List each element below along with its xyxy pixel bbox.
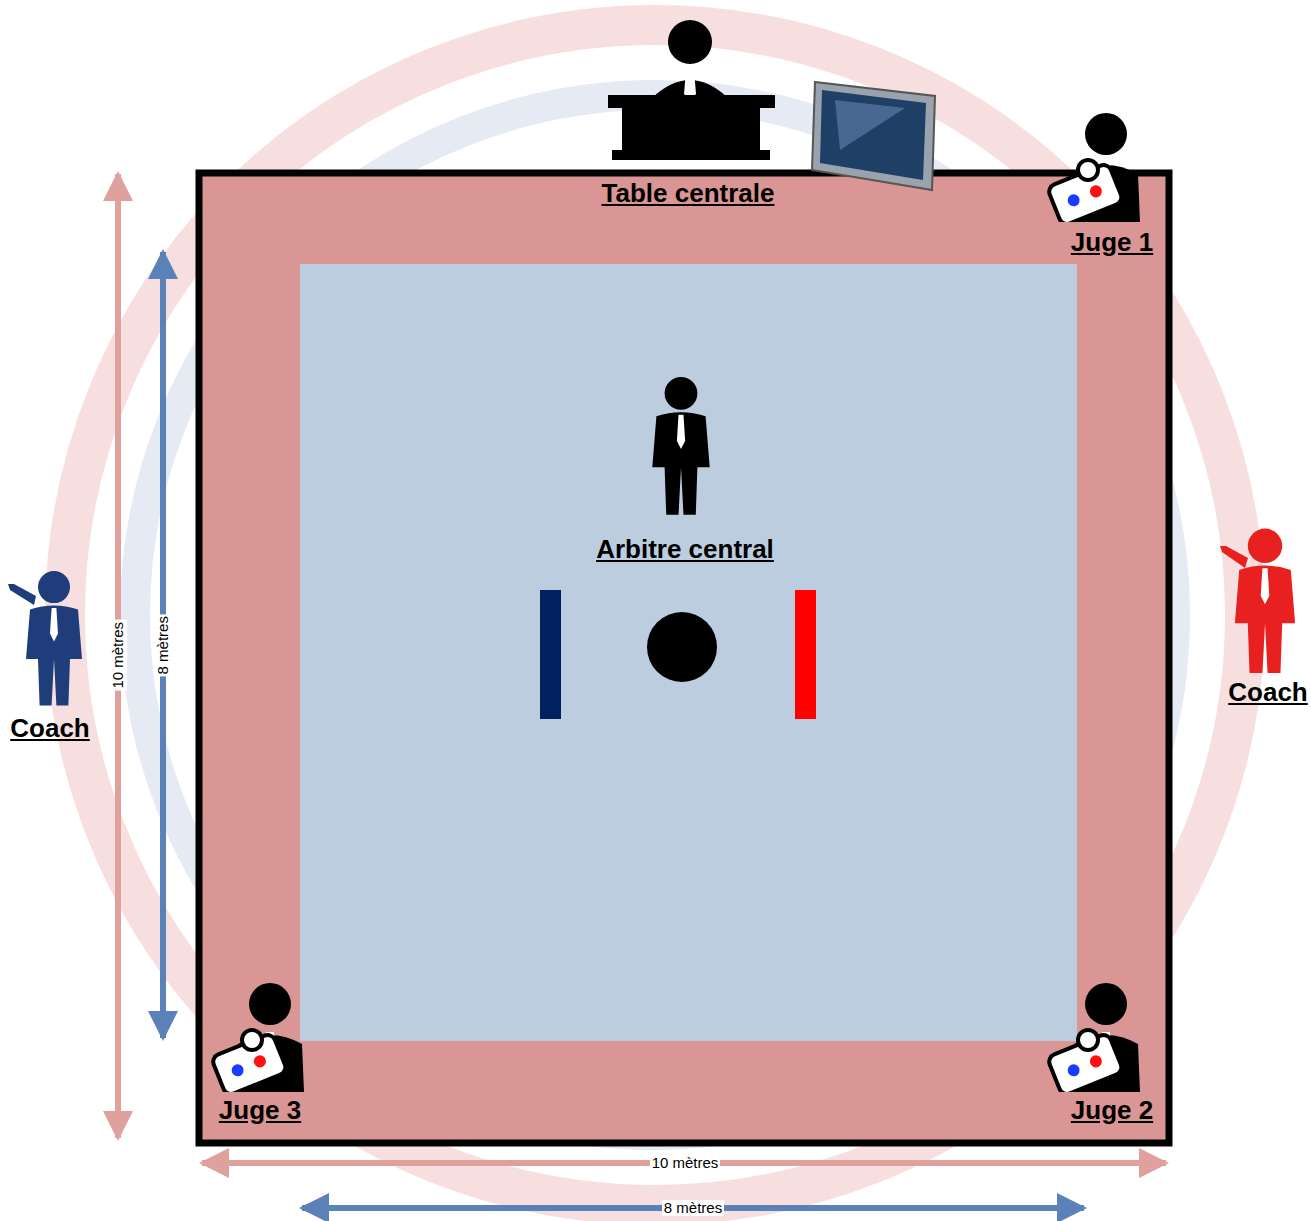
judge-label: Juge 3 <box>219 1096 301 1125</box>
monitor <box>812 82 935 190</box>
referee-figure <box>652 377 709 515</box>
judge-figure <box>1047 983 1140 1096</box>
judge-label: Juge 2 <box>1071 1096 1153 1125</box>
blue-mark <box>540 590 561 719</box>
safety-area <box>199 173 1169 1143</box>
referee-label: Arbitre central <box>596 535 774 564</box>
watermark-ring <box>65 25 1245 1205</box>
dimension-label: 8 mètres <box>662 1200 724 1217</box>
coach-figure <box>1220 529 1295 673</box>
red-mark <box>795 590 816 719</box>
judge-figure <box>1047 113 1140 226</box>
dimension-label: 10 mètres <box>650 1155 721 1172</box>
coach-label: Coach <box>1228 678 1307 707</box>
dimension-label: 8 mètres <box>155 614 172 676</box>
table-label: Table centrale <box>602 179 775 208</box>
dimension-label: 10 mètres <box>110 620 127 691</box>
judge-figure <box>211 983 304 1096</box>
coach-label: Coach <box>10 714 89 743</box>
judge-label: Juge 1 <box>1071 228 1153 257</box>
coach-figure <box>8 571 82 705</box>
central-table <box>608 20 775 160</box>
competition-mat <box>300 264 1077 1041</box>
center-mark <box>647 612 717 682</box>
